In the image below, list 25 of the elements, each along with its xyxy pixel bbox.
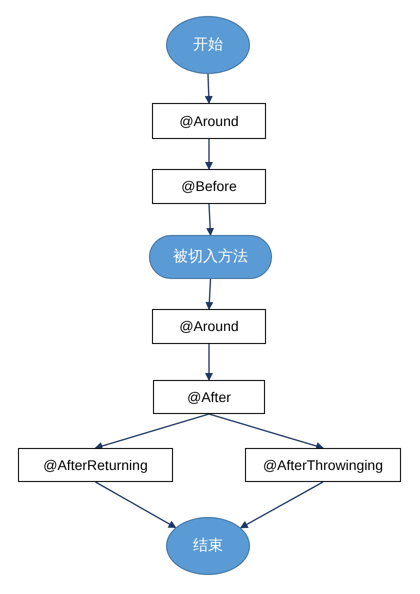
node-label: @Around (179, 317, 239, 336)
node-label: @AfterReturning (43, 456, 148, 475)
arrow (95, 481, 176, 528)
node-label: @After (187, 388, 231, 406)
node-label: @Before (181, 177, 237, 196)
arrow (204, 74, 213, 104)
process-box (152, 309, 266, 344)
arrow (240, 481, 324, 528)
process-box (152, 103, 266, 139)
node-label: 结束 (193, 536, 223, 556)
process-box (153, 380, 265, 414)
arrow (94, 413, 210, 450)
arrow (208, 413, 324, 450)
arrow (205, 278, 214, 310)
arrow (206, 204, 214, 236)
arrow (205, 139, 213, 170)
node-label: @AfterThrowinging (262, 456, 384, 475)
process-box (152, 169, 266, 204)
node-label: 开始 (193, 34, 223, 55)
process-box (18, 448, 173, 482)
node-label: @Around (179, 112, 239, 130)
process-box (245, 448, 401, 482)
node-label: 被切入方法 (173, 246, 248, 267)
process-pill (149, 235, 272, 279)
arrow (205, 344, 213, 381)
